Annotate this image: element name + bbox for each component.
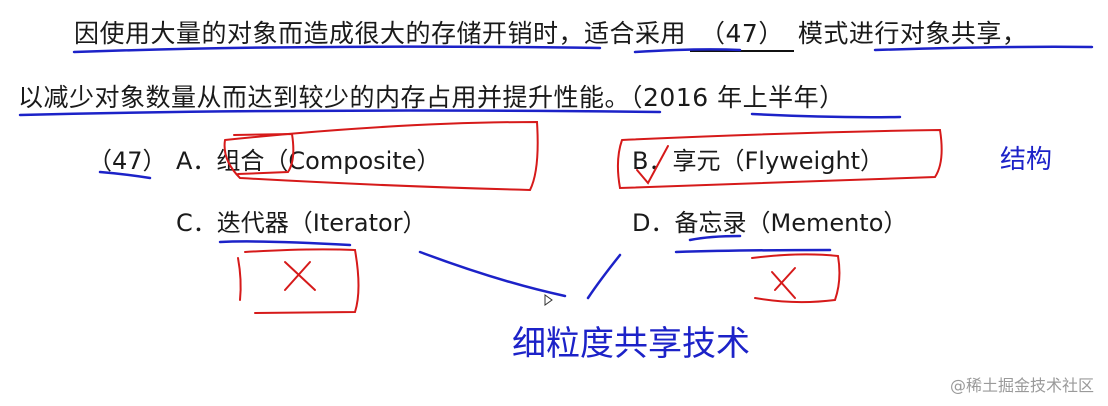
question-line-2: 以减少对象数量从而达到较少的内存占用并提升性能。（2016 年上半年） (18, 83, 845, 112)
option-b-text: 享元（Flyweight） (672, 147, 885, 175)
option-b-letter: B． (632, 147, 673, 175)
question-text-part1: 因使用大量的对象而造成很大的存储开销时，适合采用 (74, 19, 687, 48)
option-c-text: 迭代器（Iterator） (216, 209, 427, 237)
option-d-text: 备忘录（Memento） (674, 209, 908, 237)
watermark: @稀土掘金技术社区 (949, 376, 1094, 395)
option-c-letter: C． (176, 209, 217, 237)
option-a-text: 组合（Composite） (216, 147, 441, 175)
question-number: （47） (88, 147, 167, 175)
question-text-part2: 模式进行对象共享， (797, 19, 1028, 48)
question-line-1: 因使用大量的对象而造成很大的存储开销时，适合采用（47）模式进行对象共享， (74, 14, 1027, 52)
note-fine-grained-sharing: 细粒度共享技术 (512, 324, 750, 364)
option-a: A．组合（Composite） (176, 141, 441, 176)
answer-blank: （47） (690, 14, 794, 52)
option-d: D．备忘录（Memento） (632, 203, 907, 238)
option-d-letter: D． (632, 209, 675, 237)
option-a-letter: A． (176, 147, 217, 175)
option-b: B．享元（Flyweight） (632, 141, 884, 176)
option-c: C．迭代器（Iterator） (176, 203, 427, 238)
note-structural: 结构 (1000, 145, 1052, 175)
cursor-icon (544, 294, 553, 306)
